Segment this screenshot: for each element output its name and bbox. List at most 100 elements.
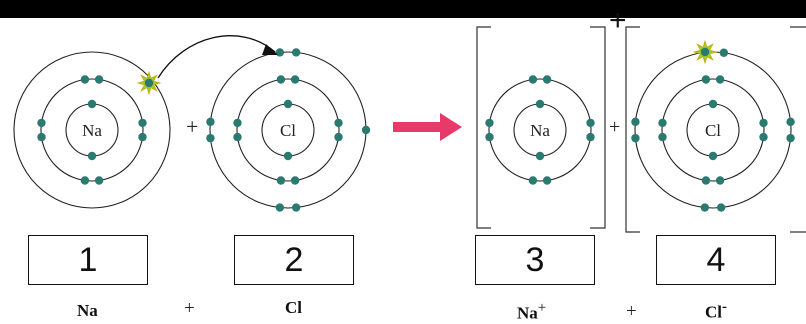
electron: [290, 75, 300, 84]
electron-shell: [236, 78, 340, 182]
electron: [283, 99, 293, 109]
electron: [290, 176, 300, 185]
electron: [528, 176, 538, 185]
nucleus-symbol: Na: [530, 121, 550, 140]
ion-na: Na: [485, 75, 595, 185]
answer-box-3[interactable]: 3: [475, 235, 595, 285]
ion-charge-plus: +: [609, 4, 627, 37]
electron: [786, 117, 795, 127]
label-cl-ion: Cl-: [705, 299, 727, 323]
electron-shell: [661, 78, 765, 182]
electron: [233, 118, 242, 128]
nucleus-symbol: Cl: [280, 121, 296, 140]
electron: [144, 78, 154, 88]
electron: [715, 176, 725, 185]
label-na: Na: [77, 301, 98, 321]
electron: [233, 132, 242, 142]
electron: [138, 132, 147, 142]
label-cl-ion-text: Cl: [705, 302, 722, 322]
spark-icon: [136, 70, 162, 96]
plus-sign-1: +: [186, 114, 198, 139]
ion-cl: Cl: [631, 48, 795, 212]
bracket-left-cl-ion: [625, 26, 640, 233]
electron: [94, 75, 104, 84]
answer-box-2-label: 2: [284, 240, 304, 279]
curved-arrow-head: [262, 44, 278, 55]
label-plus-right-text: +: [626, 301, 637, 322]
electron: [528, 75, 538, 84]
electron: [275, 48, 285, 57]
electron-shell: [488, 78, 592, 182]
atom-na: Na: [13, 51, 171, 209]
label-na-ion: Na+: [517, 300, 546, 324]
label-plus-left-text: +: [184, 298, 195, 319]
electron: [206, 133, 215, 143]
label-na-text: Na: [77, 301, 98, 320]
electron: [334, 118, 343, 128]
electron: [276, 75, 286, 84]
electron: [80, 75, 90, 84]
electron: [786, 133, 795, 143]
answer-box-4[interactable]: 4: [656, 235, 776, 285]
answer-box-4-label: 4: [706, 240, 726, 279]
electron: [586, 132, 595, 142]
electron: [700, 203, 710, 212]
answer-box-1-label: 1: [78, 240, 98, 279]
bracket-left-na-ion: [476, 26, 491, 229]
electron: [275, 203, 285, 212]
curved-arrow-icon: [157, 35, 276, 79]
electron: [361, 125, 371, 135]
atom-cl: Cl: [206, 48, 371, 212]
electron: [87, 99, 97, 109]
electron-shell: [13, 51, 171, 209]
electron: [708, 151, 718, 161]
electron: [701, 176, 711, 185]
spark-icon: [692, 39, 718, 65]
answer-box-2[interactable]: 2: [234, 235, 354, 285]
electron: [485, 132, 494, 142]
plus-sign-2: +: [609, 116, 620, 138]
label-cl-text: Cl: [285, 298, 302, 317]
bracket-right-na-ion: [590, 26, 606, 229]
electron: [658, 132, 667, 142]
electron: [485, 118, 494, 128]
electron: [94, 176, 104, 185]
electron: [535, 99, 545, 109]
label-cl-ion-charge: -: [722, 299, 727, 315]
electron: [658, 118, 667, 128]
electron: [542, 176, 552, 185]
label-plus-left: +: [184, 298, 195, 320]
electron: [759, 132, 768, 142]
electron: [708, 99, 718, 109]
electron: [283, 151, 293, 161]
nucleus-symbol: Cl: [705, 121, 721, 140]
answer-box-1[interactable]: 1: [28, 235, 148, 285]
electron: [37, 132, 46, 142]
bracket-right-cl-ion: [790, 26, 806, 233]
electron-shell: [40, 78, 144, 182]
top-bar: [0, 0, 806, 18]
electron: [719, 48, 729, 57]
electron: [759, 118, 768, 128]
electron: [80, 176, 90, 185]
electron: [37, 118, 46, 128]
answer-box-3-label: 3: [525, 240, 545, 279]
electron: [276, 176, 286, 185]
electron: [715, 75, 725, 84]
electron: [700, 47, 710, 57]
electron: [586, 118, 595, 128]
electron: [716, 203, 726, 212]
nucleus-symbol: Na: [82, 121, 102, 140]
right-arrow-icon: [393, 113, 462, 141]
label-na-ion-text: Na: [517, 303, 538, 323]
electron: [291, 203, 301, 212]
electron: [138, 118, 147, 128]
electron: [631, 133, 640, 143]
electron: [631, 117, 640, 127]
electron: [206, 117, 215, 127]
electron: [542, 75, 552, 84]
electron: [291, 48, 301, 57]
electron: [87, 151, 97, 161]
